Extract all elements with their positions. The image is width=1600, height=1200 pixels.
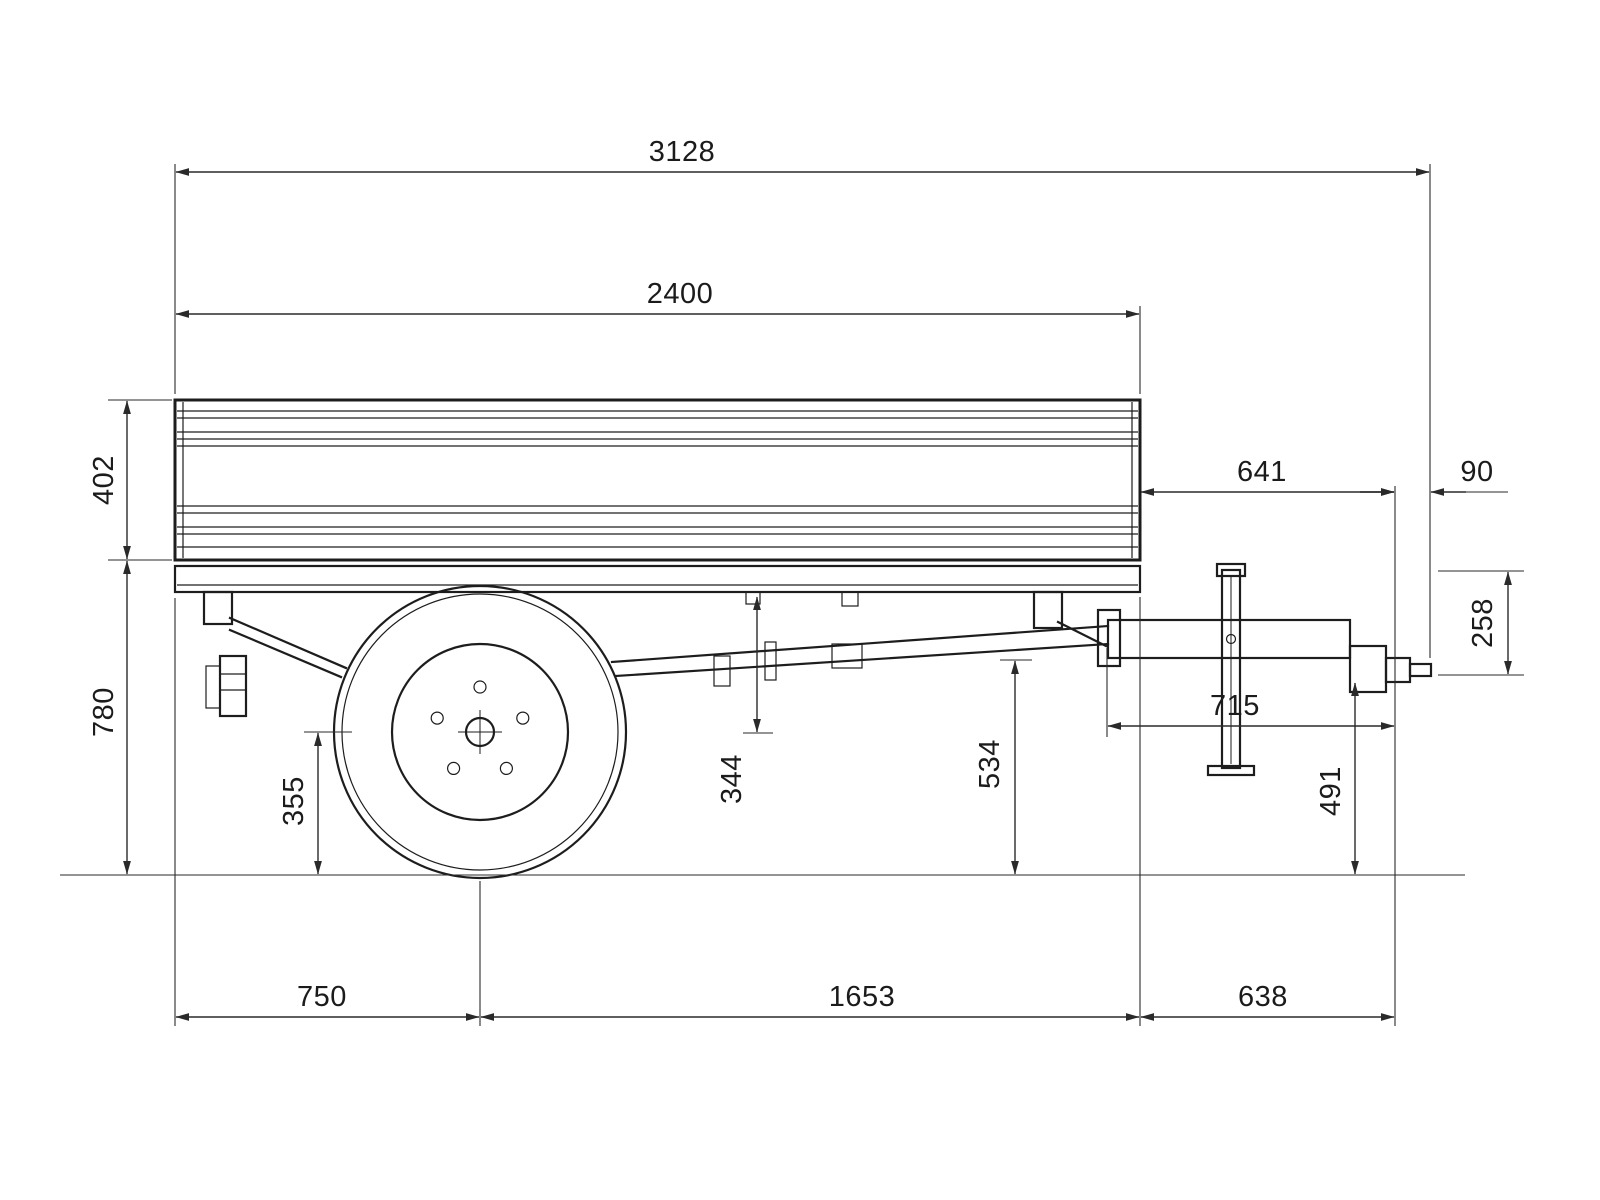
dim-rear-overhang-label: 641	[1237, 456, 1287, 488]
dim-box-end-to-coupling-label: 638	[1238, 981, 1288, 1013]
box-panel-ribs	[177, 402, 1138, 558]
dim-box-height-label: 402	[88, 455, 120, 505]
drawbar-pivot-plate	[1096, 608, 1122, 668]
bracket	[831, 643, 863, 669]
left-support-bracket	[205, 654, 248, 718]
jack-stand	[1206, 562, 1256, 777]
dim-total-length-label: 3128	[649, 136, 716, 168]
frame-tab	[745, 591, 761, 605]
dim-chassis-height: 534	[974, 659, 1032, 875]
dim-box-height: 402	[88, 400, 131, 560]
cargo-box-outline	[173, 398, 1142, 562]
bracket	[764, 641, 777, 681]
rear-spring-hanger	[1032, 590, 1064, 630]
dim-axle-height: 355	[278, 731, 352, 875]
drawbar-beam	[1106, 618, 1352, 660]
dim-axle-height-label: 355	[278, 776, 310, 826]
dim-coupling-drop-label: 258	[1467, 598, 1499, 648]
dim-frame-drop-label: 344	[716, 754, 748, 804]
dim-drawbar-span-label: 715	[1210, 690, 1260, 722]
dim-tip-offset: 90	[1360, 456, 1508, 496]
wheel	[332, 584, 628, 880]
dim-total-length: 3128	[175, 136, 1430, 176]
dim-chassis-height-label: 534	[974, 739, 1006, 789]
rim	[390, 642, 570, 822]
dim-left-height: 780	[88, 560, 131, 875]
dim-left-to-axle: 750	[175, 981, 480, 1021]
dim-drawbar-span: 715	[1106, 648, 1395, 737]
dim-box-length: 2400	[175, 278, 1140, 318]
bracket	[713, 655, 731, 687]
trailer-body	[173, 398, 1142, 594]
suspension-and-drawbar	[202, 562, 1433, 777]
dim-axle-to-box-end: 1653	[480, 981, 1140, 1021]
dim-rear-overhang: 641	[1140, 456, 1395, 496]
dim-coupling-height: 491	[1315, 682, 1359, 875]
front-spring-hanger	[202, 590, 234, 626]
extension-lines	[108, 164, 1431, 1026]
frame-rail	[173, 564, 1142, 594]
dim-coupling-drop: 258	[1438, 570, 1524, 676]
hitch-coupling	[1348, 644, 1433, 694]
dim-box-length-label: 2400	[647, 278, 714, 310]
dim-axle-to-box-end-label: 1653	[829, 981, 896, 1013]
dim-tip-offset-label: 90	[1460, 456, 1493, 488]
wheel-bolts	[430, 680, 530, 776]
dim-frame-drop: 344	[716, 596, 773, 804]
dim-left-to-axle-label: 750	[297, 981, 347, 1013]
dim-coupling-height-label: 491	[1315, 766, 1347, 816]
dim-left-height-label: 780	[88, 687, 120, 737]
frame-tab	[841, 591, 859, 607]
dim-box-end-to-coupling: 638	[1140, 981, 1395, 1021]
